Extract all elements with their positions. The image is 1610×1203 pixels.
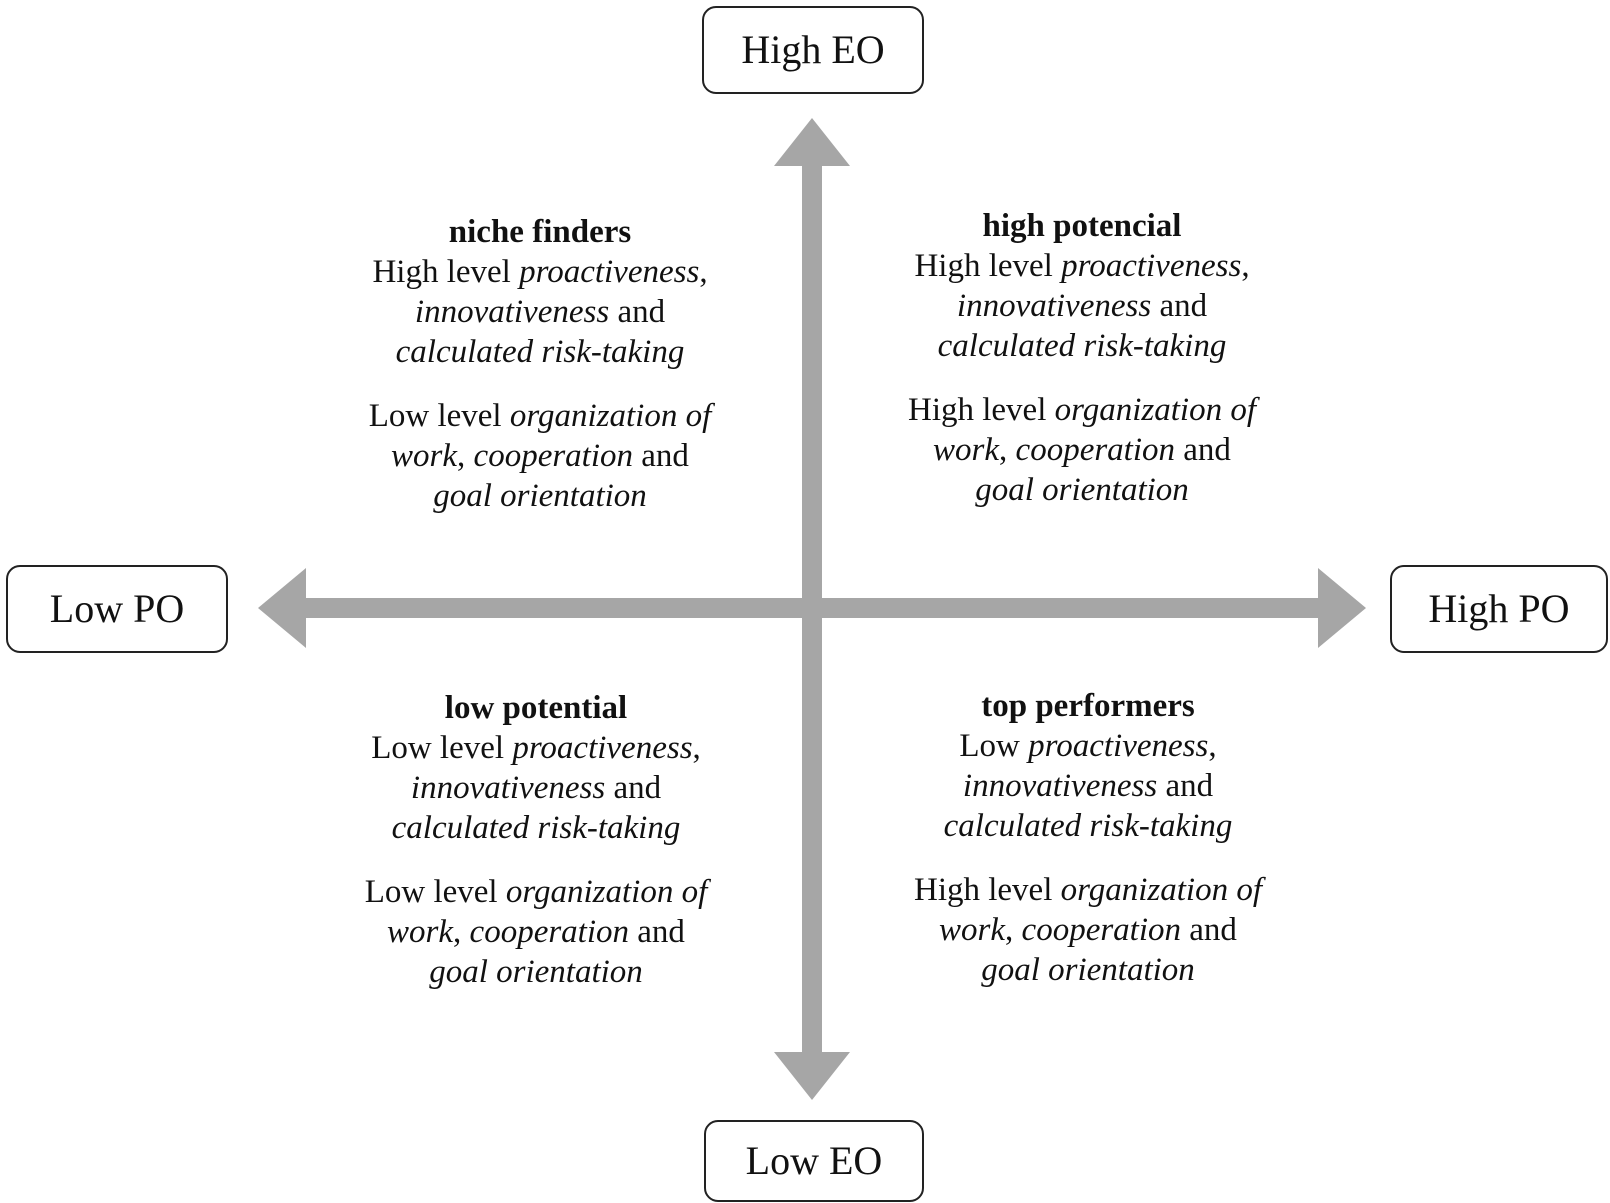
- horizontal-axis-arrow: [258, 568, 1366, 648]
- text-run: and: [1157, 768, 1214, 804]
- text-run: ,: [699, 254, 708, 290]
- text-run-italic: goal orientation: [975, 472, 1189, 508]
- text-run-italic: calculated risk-taking: [943, 808, 1233, 844]
- quadrant-title: niche finders: [448, 214, 632, 250]
- text-run: and: [1181, 912, 1237, 948]
- axis-label-low-po: Low PO: [6, 565, 228, 653]
- quadrant-line: Low level organization of: [310, 396, 770, 436]
- quadrant-line: innovativeness and: [852, 286, 1312, 326]
- text-run: High level: [913, 872, 1061, 908]
- text-run-italic: cooperation: [1021, 912, 1182, 948]
- quadrant-line: innovativeness and: [310, 292, 770, 332]
- text-run-italic: work: [387, 914, 454, 950]
- quadrant-line: calculated risk-taking: [310, 332, 770, 372]
- quadrant-line: goal orientation: [852, 470, 1312, 510]
- axis-arrows: [258, 118, 1366, 1100]
- text-run: Low: [959, 728, 1029, 764]
- text-run: ,: [453, 914, 470, 950]
- quadrant-line: goal orientation: [306, 952, 766, 992]
- axis-label-text: Low PO: [49, 586, 185, 631]
- quadrant-high-potencial: high potencial High level proactiveness,…: [852, 206, 1312, 510]
- paragraph-gap: [852, 366, 1312, 390]
- axis-label-high-po: High PO: [1390, 565, 1608, 653]
- quadrant-niche-finders: niche finders High level proactiveness, …: [310, 212, 770, 516]
- text-run-italic: cooperation: [473, 438, 634, 474]
- quadrant-title: low potential: [444, 690, 628, 726]
- quadrant-line: work, cooperation and: [852, 430, 1312, 470]
- quadrant-line: High level organization of: [852, 390, 1312, 430]
- text-run-italic: proactiveness: [1061, 248, 1242, 284]
- text-run: ,: [1005, 912, 1022, 948]
- quadrant-line: work, cooperation and: [310, 436, 770, 476]
- text-run-italic: proactiveness: [512, 730, 693, 766]
- text-run-italic: goal orientation: [981, 952, 1195, 988]
- text-run-italic: work: [933, 432, 1000, 468]
- text-run-italic: organization of: [505, 874, 708, 910]
- axis-label-text: High EO: [741, 27, 885, 72]
- quadrant-line: High level organization of: [858, 870, 1318, 910]
- text-run-italic: innovativeness: [414, 294, 610, 330]
- quadrant-line: work, cooperation and: [306, 912, 766, 952]
- text-run: and: [1175, 432, 1231, 468]
- text-run-italic: innovativeness: [410, 770, 606, 806]
- text-run: High level: [907, 392, 1055, 428]
- quadrant-line: calculated risk-taking: [852, 326, 1312, 366]
- text-run: Low level: [368, 398, 510, 434]
- quadrant-line: Low proactiveness,: [858, 726, 1318, 766]
- text-run: Low level: [371, 730, 513, 766]
- quadrant-line: goal orientation: [310, 476, 770, 516]
- text-run: and: [633, 438, 689, 474]
- text-run-italic: cooperation: [1015, 432, 1176, 468]
- text-run: ,: [1208, 728, 1217, 764]
- text-run: and: [1151, 288, 1208, 324]
- text-run-italic: goal orientation: [433, 478, 647, 514]
- axis-label-low-eo: Low EO: [704, 1120, 924, 1202]
- text-run-italic: proactiveness: [1028, 728, 1209, 764]
- quadrant-line: Low level organization of: [306, 872, 766, 912]
- text-run-italic: work: [391, 438, 458, 474]
- quadrant-line: innovativeness and: [306, 768, 766, 808]
- text-run-italic: calculated risk-taking: [937, 328, 1227, 364]
- text-run-italic: goal orientation: [429, 954, 643, 990]
- text-run-italic: calculated risk-taking: [391, 810, 681, 846]
- quadrant-top-performers: top performers Low proactiveness, innova…: [858, 686, 1318, 990]
- quadrant-line: work, cooperation and: [858, 910, 1318, 950]
- text-run: High level: [372, 254, 520, 290]
- quadrant-title: high potencial: [982, 208, 1182, 244]
- quadrant-line: innovativeness and: [858, 766, 1318, 806]
- quadrant-low-potential: low potential Low level proactiveness, i…: [306, 688, 766, 992]
- text-run: ,: [1241, 248, 1250, 284]
- text-run-italic: innovativeness: [956, 288, 1152, 324]
- quadrant-line: goal orientation: [858, 950, 1318, 990]
- text-run: ,: [692, 730, 701, 766]
- quadrant-title: top performers: [981, 688, 1195, 724]
- quadrant-line: calculated risk-taking: [306, 808, 766, 848]
- text-run-italic: cooperation: [469, 914, 630, 950]
- quadrant-line: High level proactiveness,: [852, 246, 1312, 286]
- text-run: Low level: [364, 874, 506, 910]
- text-run-italic: proactiveness: [519, 254, 700, 290]
- text-run-italic: calculated risk-taking: [395, 334, 685, 370]
- text-run-italic: work: [939, 912, 1006, 948]
- axis-label-text: Low EO: [745, 1138, 883, 1183]
- text-run: ,: [457, 438, 474, 474]
- text-run-italic: organization of: [509, 398, 712, 434]
- text-run: and: [629, 914, 685, 950]
- axis-label-text: High PO: [1428, 586, 1570, 631]
- text-run-italic: organization of: [1054, 392, 1257, 428]
- text-run: and: [609, 294, 666, 330]
- axis-label-high-eo: High EO: [702, 6, 924, 94]
- text-run-italic: organization of: [1060, 872, 1263, 908]
- paragraph-gap: [858, 846, 1318, 870]
- paragraph-gap: [310, 372, 770, 396]
- quadrant-line: Low level proactiveness,: [306, 728, 766, 768]
- text-run-italic: innovativeness: [962, 768, 1158, 804]
- quadrant-line: High level proactiveness,: [310, 252, 770, 292]
- text-run: and: [605, 770, 662, 806]
- text-run: ,: [999, 432, 1016, 468]
- paragraph-gap: [306, 848, 766, 872]
- text-run: High level: [914, 248, 1062, 284]
- quadrant-line: calculated risk-taking: [858, 806, 1318, 846]
